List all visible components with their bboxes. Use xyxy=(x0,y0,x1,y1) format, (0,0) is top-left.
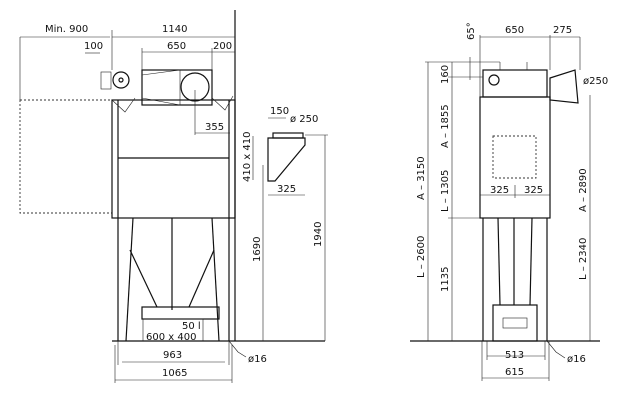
service-clearance-area xyxy=(19,99,113,214)
bin-volume: 50 l xyxy=(182,321,201,332)
anchor-diameter: ø16 xyxy=(567,354,586,365)
dim-l-2600: L – 2600 xyxy=(416,236,427,278)
dim-200: 200 xyxy=(213,41,232,52)
dim-l-1305: L – 1305 xyxy=(440,170,451,212)
inlet-hood xyxy=(267,137,306,182)
dim-100: 100 xyxy=(84,41,103,52)
motor-housing xyxy=(482,69,548,98)
dim-1940: 1940 xyxy=(313,222,324,247)
dim-160: 160 xyxy=(440,65,451,84)
dim-615: 615 xyxy=(505,367,524,378)
dim-513: 513 xyxy=(505,350,524,361)
dim-150: 150 xyxy=(270,106,289,117)
dim-275: 275 xyxy=(553,25,572,36)
dim-325-right: 325 xyxy=(524,185,543,196)
dim-a-3150: A – 3150 xyxy=(416,156,427,200)
fan-housing xyxy=(141,69,213,106)
dim-325-left: 325 xyxy=(490,185,509,196)
outlet-cone xyxy=(549,69,579,104)
anchor-diameter: ø16 xyxy=(248,354,267,365)
dim-1690: 1690 xyxy=(252,237,263,262)
motor xyxy=(112,71,130,89)
dim-963: 963 xyxy=(163,350,182,361)
bin-size: 600 x 400 xyxy=(146,332,196,343)
dim-1140: 1140 xyxy=(162,24,187,35)
front-view: Min. 900 1140 100 650 200 355 150 ø 250 … xyxy=(19,10,328,383)
dim-1135: 1135 xyxy=(440,267,451,292)
filter-body xyxy=(479,96,551,219)
dim-min-900: Min. 900 xyxy=(45,24,88,35)
dust-bin xyxy=(492,304,538,342)
angle-65: 65° xyxy=(466,22,477,40)
dim-410x410: 410 x 410 xyxy=(242,132,253,182)
side-view: 65° 650 275 ø250 160 A – 1855 A – 3150 L… xyxy=(410,22,608,381)
dim-1065: 1065 xyxy=(162,368,187,379)
dim-650: 650 xyxy=(505,25,524,36)
filter-body xyxy=(111,99,236,219)
dim-650: 650 xyxy=(167,41,186,52)
dim-a-1855: A – 1855 xyxy=(440,104,451,148)
dim-325: 325 xyxy=(277,184,296,195)
dust-bin xyxy=(141,306,220,320)
dim-l-2340: L – 2340 xyxy=(578,238,589,280)
dim-a-2890: A – 2890 xyxy=(578,168,589,212)
dim-355: 355 xyxy=(205,122,224,133)
dim-outlet-diameter: ø250 xyxy=(583,76,608,87)
dim-hood-diameter: ø 250 xyxy=(290,114,318,125)
